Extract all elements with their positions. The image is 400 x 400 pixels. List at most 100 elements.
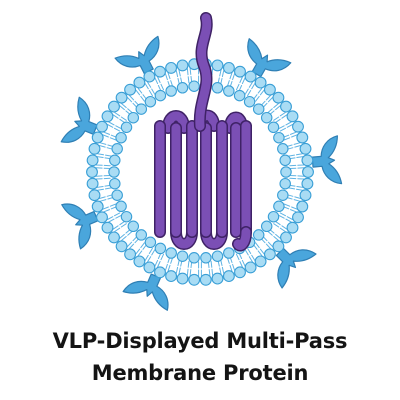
lipid-tail <box>290 131 297 135</box>
lipid-tail <box>296 186 304 188</box>
lipid-head-inner <box>277 143 289 155</box>
lipid-tail <box>137 87 143 94</box>
lipid-head-outer <box>188 273 201 286</box>
lipid-tails <box>95 67 305 277</box>
lipid-tail <box>112 225 119 230</box>
lipid-tail <box>114 127 121 132</box>
lipid-tail <box>248 256 253 263</box>
lipid-tail <box>221 266 225 274</box>
lipid-tail <box>112 114 119 119</box>
lipid-tail <box>120 116 127 121</box>
lipid-head-outer <box>263 83 276 96</box>
lipid-tail <box>167 72 171 80</box>
lipid-tail <box>119 118 126 124</box>
lipid-tail <box>288 154 295 157</box>
capsid-spikes <box>60 35 343 311</box>
lipid-tail <box>226 80 230 87</box>
lipid-tail <box>251 254 256 261</box>
lipid-tail <box>144 254 149 261</box>
lipid-tail <box>279 127 286 132</box>
lipid-head-outer <box>292 120 304 133</box>
lipid-tail <box>255 242 260 249</box>
lipid-head-inner <box>223 247 235 259</box>
lipid-head-inner <box>279 177 291 190</box>
lipid-tail <box>102 134 109 138</box>
lipid-tail <box>186 268 189 276</box>
lipid-tail <box>232 73 235 81</box>
lipid-tail <box>286 124 293 128</box>
lipid-tail <box>221 70 225 78</box>
lipid-tail <box>290 209 297 213</box>
lipid-tail <box>275 105 281 111</box>
protein-n-terminus <box>193 12 213 132</box>
lipid-head-outer <box>154 65 166 78</box>
lipid-head-outer <box>91 131 104 144</box>
lipid-head-inner <box>127 220 140 233</box>
lipid-tail <box>229 264 233 272</box>
lipid-tail <box>187 76 190 84</box>
lipid-head-outer <box>96 211 108 224</box>
lipid-tail <box>296 188 303 191</box>
lipid-tail <box>211 268 214 276</box>
lipid-tail <box>97 153 104 156</box>
lipid-tail <box>239 76 243 83</box>
lipid-tail <box>127 230 133 236</box>
lipid-head-inner <box>115 131 127 144</box>
lipid-head-inner <box>277 189 289 201</box>
caption-title-line-1: VLP-Displayed Multi-Pass <box>52 329 348 353</box>
lipid-head-outer <box>244 70 257 83</box>
lipid-tail <box>285 218 292 223</box>
lipid-head-inner <box>252 229 265 241</box>
lipid-tail <box>251 83 256 90</box>
lipid-tail <box>115 125 122 130</box>
lipid-head-inner <box>267 210 280 223</box>
lipid-head-outer <box>280 100 292 113</box>
lipid-head-outer <box>299 142 312 155</box>
lipid-tail <box>157 261 161 268</box>
lipid-tail <box>175 70 179 78</box>
lipid-tail <box>189 269 192 276</box>
lipid-heads <box>86 58 314 286</box>
lipid-head-inner <box>154 242 167 255</box>
lipid-head-inner <box>176 82 189 94</box>
lipid-head-outer <box>254 255 267 268</box>
lipid-tail <box>186 68 189 76</box>
lipid-head-outer <box>296 200 309 213</box>
capsid-spike-icon <box>275 247 317 289</box>
lipid-bilayer <box>86 58 314 286</box>
lipid-tail <box>107 216 114 220</box>
lipid-tail <box>283 137 291 141</box>
lipid-head-inner <box>111 189 123 201</box>
lipid-tail <box>274 220 281 226</box>
lipid-tail <box>119 220 126 226</box>
lipid-tail <box>165 263 168 271</box>
lipid-tail <box>105 187 112 190</box>
lipid-tail <box>147 256 152 263</box>
lipid-head-inner <box>109 154 121 167</box>
lipid-tail <box>108 121 115 126</box>
lipid-tail <box>170 257 174 264</box>
lipid-tail <box>236 253 240 261</box>
caption-title-line-2: Membrane Protein <box>91 361 309 385</box>
lipid-tail <box>294 196 302 199</box>
lipid-tail <box>219 69 222 77</box>
lipid-tail <box>283 203 291 207</box>
lipid-tail <box>265 95 271 101</box>
lipid-head-inner <box>260 111 273 124</box>
lipid-head-outer <box>234 266 246 279</box>
lipid-tail <box>293 199 301 202</box>
lipid-tail <box>286 216 293 220</box>
lipid-tail <box>114 227 121 232</box>
lipid-tail <box>107 124 114 128</box>
lipid-head-inner <box>211 250 224 262</box>
lipid-tail <box>267 97 273 103</box>
lipid-head-outer <box>133 255 146 268</box>
lipid-head-outer <box>124 83 137 96</box>
lipid-head-inner <box>120 210 133 223</box>
lipid-tail <box>154 259 159 267</box>
lipid-tail <box>114 212 121 217</box>
lipid-tail <box>293 142 301 145</box>
lipid-tail <box>273 103 279 108</box>
lipid-tail <box>279 112 286 117</box>
